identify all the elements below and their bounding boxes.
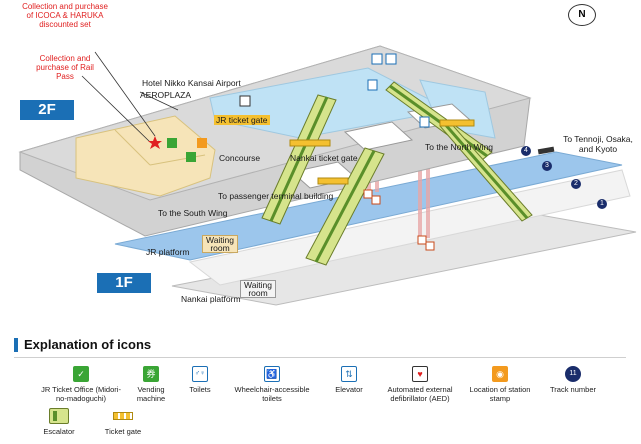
to-south-wing-label: To the South Wing [158, 208, 228, 218]
legend-item-toilets: ♂♀ Toilets [180, 366, 220, 395]
legend-label: JR Ticket Office (Midori-no-madoguchi) [41, 385, 121, 403]
elevator-icon: ⇅ [341, 366, 357, 382]
hotel-label: Hotel Nikko Kansai Airport [142, 78, 241, 88]
track-1-label: 1 [600, 200, 604, 207]
map-icons [167, 53, 430, 162]
escalators [261, 81, 533, 266]
legend-label: Wheelchair-accessible toilets [234, 385, 310, 403]
floor-1f-badge: 1F [97, 273, 151, 293]
toilets-icon: ♂♀ [192, 366, 208, 382]
legend-label: Ticket gate [104, 427, 142, 436]
track-2-marker [571, 179, 581, 189]
legend-divider [14, 357, 626, 358]
escalator-icon [49, 408, 69, 424]
legend-label: Elevator [335, 385, 363, 394]
concourse-label: Concourse [219, 153, 261, 163]
track-markers [521, 146, 607, 209]
track-3-marker [542, 161, 552, 171]
legend-item-escalator: Escalator [34, 408, 84, 437]
jr-area [75, 115, 216, 197]
track-3-label: 3 [545, 162, 549, 169]
legend-item-ticket-gate: Ticket gate [96, 408, 150, 437]
ticket-gate-icon [113, 412, 133, 420]
legend-label: Escalator [43, 427, 75, 436]
wheelchair-icon: ♿ [264, 366, 280, 382]
platform-barrier [537, 146, 555, 155]
legend-title: Explanation of icons [14, 338, 151, 352]
jr-ticket-gate-label: JR ticket gate [214, 115, 270, 125]
track-4-label: 4 [524, 147, 528, 154]
waiting-room-jr-label: Waiting room [202, 235, 238, 253]
to-tennoji-label: To Tennoji, Osaka, and Kyoto [563, 134, 633, 154]
rail-pass-note: Collection and purchase of Rail Pass [36, 54, 94, 81]
nankai-ticket-gate-label: Nankai ticket gate [290, 153, 358, 163]
legend-item-wheelchair: ♿ Wheelchair-accessible toilets [226, 366, 318, 403]
aed-icon: ♥ [412, 366, 428, 382]
track-number-icon: 11 [565, 366, 581, 382]
platform-gap [188, 169, 631, 286]
station-stamp-icon: ◉ [492, 366, 508, 382]
legend-item-elevator: ⇅ Elevator [324, 366, 374, 395]
aeroplaza-label: AEROPLAZA [140, 90, 192, 100]
icoca-note: Collection and purchase of ICOCA & HARUK… [22, 2, 108, 29]
legend-label: Track number [550, 385, 596, 394]
waiting-room-nankai-label: Waiting room [240, 280, 276, 298]
floor-2f-badge: 2F [20, 100, 74, 120]
legend-item-aed: ♥ Automated external defibrillator (AED) [380, 366, 460, 403]
to-terminal-label: To passenger terminal building [218, 191, 334, 201]
track-2-label: 2 [574, 180, 578, 187]
legend-item-track-number: 11 Track number [540, 366, 606, 395]
legend-item-vending-machine: 券 Vending machine [126, 366, 176, 403]
nankai-platform-label: Nankai platform [181, 294, 241, 304]
legend-item-station-stamp: ◉ Location of station stamp [466, 366, 534, 403]
north-compass-icon: N [568, 4, 596, 26]
jr-platform-label: JR platform [146, 247, 190, 257]
vending-machine-icon: 券 [143, 366, 159, 382]
legend-item-jr-ticket-office: ✓ JR Ticket Office (Midori-no-madoguchi) [40, 366, 122, 403]
to-north-wing-label: To the North Wing [425, 142, 494, 152]
legend-label: Automated external defibrillator (AED) [387, 385, 453, 403]
track-1-marker [597, 199, 607, 209]
stair-opening-1 [343, 121, 414, 151]
legend-label: Location of station stamp [469, 385, 531, 403]
legend-label: Vending machine [136, 385, 166, 403]
elevator-boxes [363, 189, 435, 251]
jr-ticket-office-icon: ✓ [73, 366, 89, 382]
star-marker [148, 136, 162, 149]
track-4-marker [521, 146, 531, 156]
legend-label: Toilets [189, 385, 211, 394]
